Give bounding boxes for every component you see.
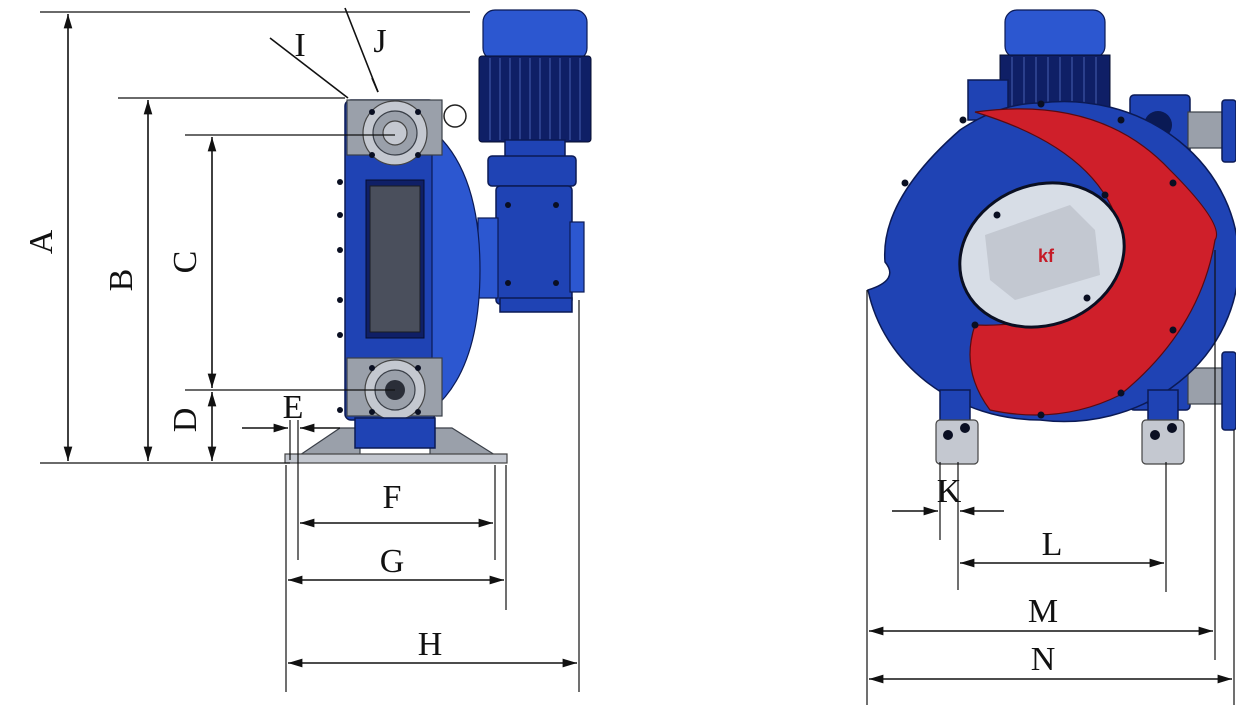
pump-casing-front: kf [867, 100, 1236, 423]
label-n: N [1031, 641, 1056, 678]
top-port-flange [346, 99, 467, 166]
label-a: A [23, 229, 60, 254]
label-c: C [167, 251, 204, 274]
label-d: D [167, 408, 204, 433]
label-m: M [1028, 593, 1058, 630]
label-l: L [1042, 526, 1063, 563]
side-view-pump [284, 9, 592, 464]
label-k: K [937, 473, 962, 510]
pump-casing-side [337, 99, 481, 421]
label-i: I [294, 27, 305, 64]
dimension-labels: A B C D E F G H I J K L M N [23, 23, 1062, 678]
motor-side [478, 9, 592, 159]
label-f: F [383, 479, 402, 516]
label-e: E [283, 389, 304, 426]
label-h: H [418, 626, 443, 663]
gearbox-side [477, 155, 585, 313]
dimension-lines [40, 7, 1235, 705]
feet-front [935, 389, 1185, 465]
label-g: G [380, 543, 405, 580]
label-b: B [103, 269, 140, 292]
front-view-pump: kf [867, 9, 1236, 465]
label-j: J [373, 23, 386, 60]
bottom-port-flange [346, 357, 443, 421]
svg-text:kf: kf [1038, 246, 1055, 266]
feet-side [284, 417, 508, 464]
